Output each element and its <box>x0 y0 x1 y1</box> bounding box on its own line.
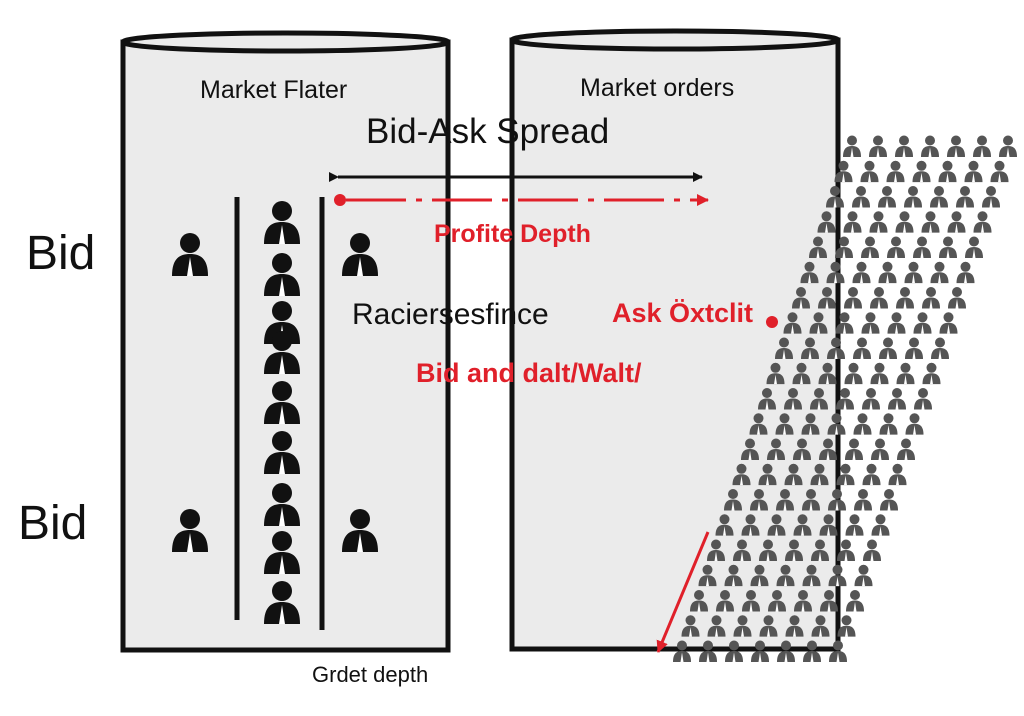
crowd-person-icon <box>939 312 958 334</box>
crowd-person-icon <box>912 160 931 183</box>
bid-and-label: Bid and dalt/Walt/ <box>416 358 642 388</box>
crowd-person-icon <box>853 337 871 359</box>
crowd-person-icon <box>878 186 896 208</box>
crowd-person-icon <box>973 135 991 157</box>
crowd-person-icon <box>886 160 905 183</box>
crowd-person-icon <box>904 186 922 208</box>
crowd-person-icon <box>869 211 888 233</box>
crowd-person-icon <box>931 337 949 359</box>
crowd-person-icon <box>845 438 863 460</box>
crowd-person-icon <box>843 135 861 157</box>
crowd-person-icon <box>922 362 941 385</box>
crowd-person-icon <box>854 564 873 587</box>
crowd-person-icon <box>897 438 915 460</box>
crowd-person-icon <box>871 438 889 460</box>
crowd-person-icon <box>844 287 862 309</box>
crowd-person-icon <box>982 186 1000 208</box>
diagonal-red-arrow <box>656 531 710 653</box>
crowd-person-icon <box>845 514 864 536</box>
crowd-person-icon <box>965 236 983 258</box>
middle-text-red: Ask Öxtclit <box>612 298 754 328</box>
crowd-person-icon <box>863 539 881 561</box>
right-cylinder-title: Market orders <box>580 74 735 102</box>
crowd-person-icon <box>870 362 889 385</box>
crowd-person-icon <box>879 337 897 359</box>
crowd-person-icon <box>880 489 898 511</box>
crowd-person-icon <box>964 160 983 183</box>
bid-label-bottom: Bid <box>18 497 88 550</box>
crowd-person-icon <box>905 337 923 359</box>
crowd-person-icon <box>878 261 897 284</box>
middle-text-black: Raciersesfince <box>352 298 549 331</box>
crowd-person-icon <box>913 236 931 258</box>
crowd-person-icon <box>922 287 940 309</box>
crowd-person-icon <box>895 211 914 233</box>
crowd-person-icon <box>905 413 924 435</box>
red-dot <box>766 316 778 328</box>
crowd-person-icon <box>895 135 913 157</box>
crowd-person-icon <box>887 312 906 334</box>
crowd-person-icon <box>869 135 887 157</box>
crowd-person-icon <box>921 211 940 233</box>
crowd-person-icon <box>853 413 872 435</box>
crowd-person-icon <box>904 261 923 284</box>
crowd-person-icon <box>999 135 1017 157</box>
crowd-person-icon <box>973 211 992 233</box>
crowd-person-icon <box>930 186 948 208</box>
bid-label-top: Bid <box>26 227 96 280</box>
profit-depth-arrow <box>334 194 709 206</box>
bottom-caption: Grdet depth <box>312 662 429 687</box>
crowd-person-icon <box>896 362 915 385</box>
crowd-person-icon <box>861 312 880 334</box>
crowd-person-icon <box>854 489 872 511</box>
crowd-person-icon <box>947 211 966 233</box>
crowd-person-icon <box>862 463 881 486</box>
crowd-person-icon <box>870 287 888 309</box>
crowd-person-icon <box>948 287 966 309</box>
crowd-person-icon <box>843 211 862 233</box>
crowd-person-icon <box>887 236 905 258</box>
crowd-person-icon <box>888 388 906 410</box>
profit-depth-label: Profite Depth <box>434 220 591 248</box>
crowd-person-icon <box>896 287 914 309</box>
crowd-person-icon <box>852 186 870 208</box>
crowd-person-icon <box>844 362 863 385</box>
crowd-person-icon <box>921 135 939 157</box>
crowd-person-icon <box>862 388 880 410</box>
crowd-person-icon <box>852 261 871 284</box>
crowd-person-icon <box>938 160 957 183</box>
crowd-person-icon <box>947 135 965 157</box>
crowd-person-icon <box>939 236 957 258</box>
crowd-person-icon <box>871 514 890 536</box>
crowd-person-icon <box>913 312 932 334</box>
crowd-person-icon <box>956 261 975 284</box>
left-cylinder-title: Market Flater <box>200 76 348 104</box>
crowd-person-icon <box>956 186 974 208</box>
crowd-person-icon <box>846 590 864 612</box>
crowd-person-icon <box>861 236 879 258</box>
crowd-person-icon <box>860 160 879 183</box>
crowd-person-icon <box>879 413 898 435</box>
crowd-person-icon <box>990 160 1009 183</box>
spread-title: Bid-Ask Spread <box>366 112 610 151</box>
crowd-person-icon <box>914 388 932 410</box>
crowd-person-icon <box>930 261 949 284</box>
crowd-person-icon <box>888 463 907 486</box>
